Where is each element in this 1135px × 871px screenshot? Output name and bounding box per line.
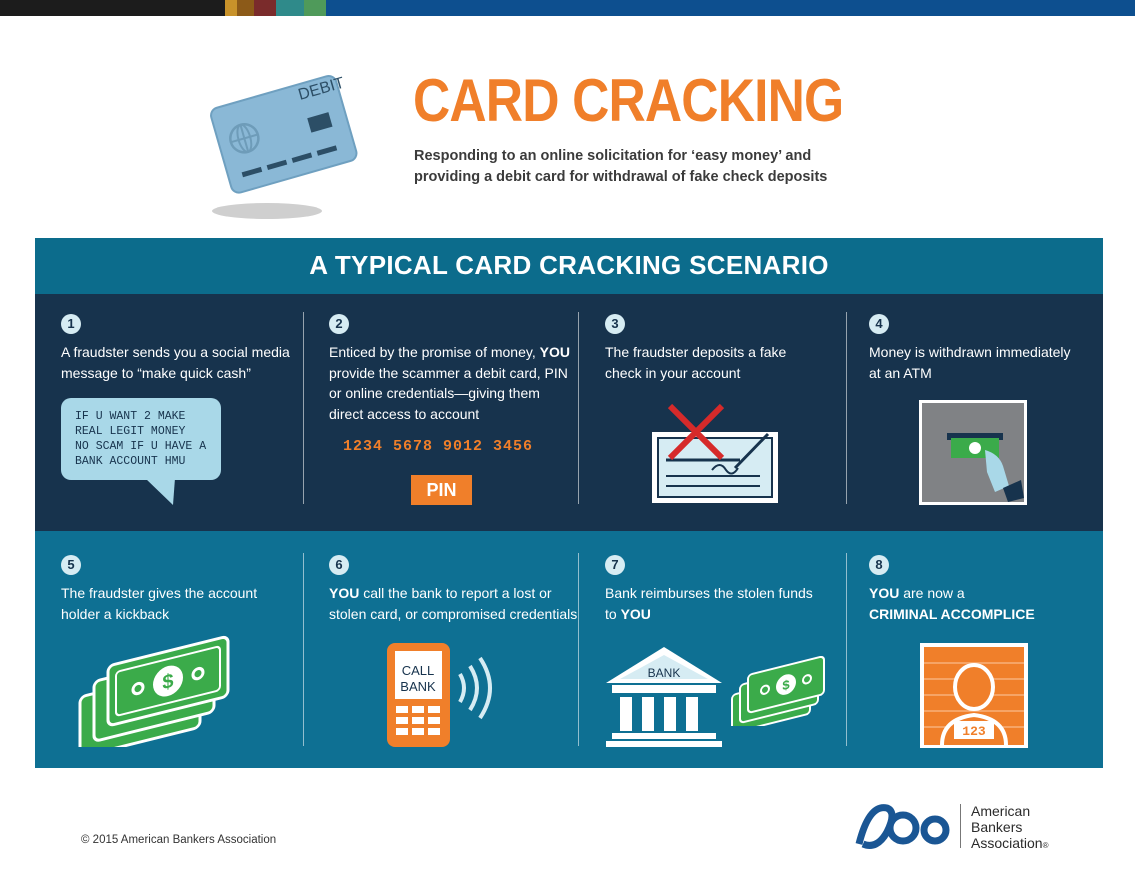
subtitle-line: Responding to an online solicitation for…: [414, 148, 812, 164]
phone-label: CALL: [402, 663, 435, 678]
page-title: CARD CRACKING: [413, 67, 844, 134]
step-number: 1: [61, 314, 81, 334]
step-text-bold: YOU: [620, 605, 651, 622]
bank-building-icon: BANK: [606, 647, 722, 747]
aba-line: Association®: [971, 835, 1049, 854]
mugshot-icon: 123: [920, 643, 1028, 748]
step-2-text: Enticed by the promise of money, YOU pro…: [329, 342, 570, 424]
aba-line-text: Association: [971, 835, 1043, 851]
step-text-line: at an ATM: [869, 364, 932, 381]
step-number: 4: [869, 314, 889, 334]
step-number: 2: [329, 314, 349, 334]
step-number: 6: [329, 555, 349, 575]
step-text-line: The fraudster gives the account: [61, 585, 258, 601]
step-text-line: YOU call the bank to report a lost or: [329, 583, 577, 604]
step-text-line: provide the scammer a debit card, PIN: [329, 364, 568, 381]
step-text-line: CRIMINAL ACCOMPLICE: [869, 604, 1035, 625]
step-3-text: The fraudster deposits a fake check in y…: [605, 342, 786, 383]
step-6-text: YOU call the bank to report a lost or st…: [329, 583, 577, 624]
mugshot-number: 123: [962, 724, 986, 739]
step-text-segment: are now a: [899, 585, 965, 601]
column-divider: [303, 312, 304, 504]
step-text-bold: CRIMINAL ACCOMPLICE: [869, 605, 1035, 622]
step-7-text: Bank reimburses the stolen funds to YOU: [605, 583, 813, 624]
scenario-banner: A TYPICAL CARD CRACKING SCENARIO: [35, 238, 1103, 294]
step-text-bold: YOU: [539, 344, 570, 360]
kickback-cash-icon: $: [78, 635, 230, 747]
debit-card-illustration: DEBIT: [210, 74, 358, 219]
bank-label: BANK: [648, 666, 681, 680]
step-text-line: Bank reimburses the stolen funds: [605, 585, 813, 601]
message-bubble: IF U WANT 2 MAKE REAL LEGIT MONEY NO SCA…: [61, 398, 221, 480]
step-text-line: direct access to account: [329, 405, 480, 422]
step-text-line: check in your account: [605, 364, 741, 381]
bubble-message: IF U WANT 2 MAKE REAL LEGIT MONEY NO SCA…: [75, 410, 207, 468]
step-text-line: Enticed by the promise of money, YOU: [329, 342, 570, 363]
step-text-line: or online credentials—giving them: [329, 385, 540, 401]
column-divider: [846, 553, 847, 746]
step-1-text: A fraudster sends you a social media mes…: [61, 342, 290, 383]
pin-badge: PIN: [411, 475, 472, 505]
step-8-text: YOU are now a CRIMINAL ACCOMPLICE: [869, 583, 1035, 624]
strip-segment: [0, 0, 225, 16]
step-text-line: message to “make quick cash”: [61, 364, 251, 381]
step-text-segment: call the bank to report a lost or: [359, 585, 552, 601]
atm-icon: [919, 400, 1027, 505]
aba-wordmark: American Bankers Association®: [971, 803, 1049, 854]
svg-text:$: $: [162, 670, 173, 694]
logo-separator: [960, 804, 961, 848]
aba-logo-icon: [855, 804, 950, 849]
step-text-line: stolen card, or compromised credentials: [329, 605, 578, 622]
bubble-tail: [145, 478, 175, 505]
column-divider: [578, 312, 579, 504]
phone-call-bank-icon: CALL BANK: [387, 643, 492, 747]
step-5-text: The fraudster gives the account holder a…: [61, 583, 257, 624]
column-divider: [578, 553, 579, 746]
step-text-line: The fraudster deposits a fake: [605, 344, 787, 360]
aba-line: American: [971, 803, 1031, 819]
strip-segment: [326, 0, 1135, 16]
subtitle-line: providing a debit card for withdrawal of…: [414, 169, 828, 185]
registered-mark: ®: [1042, 841, 1049, 850]
step-number: 5: [61, 555, 81, 575]
step-text-line: Money is withdrawn immediately: [869, 344, 1071, 360]
step-number: 7: [605, 555, 625, 575]
step-text-segment: to: [605, 605, 621, 622]
scenario-title: A TYPICAL CARD CRACKING SCENARIO: [309, 250, 829, 280]
reimbursement-cash-icon: $: [731, 656, 825, 726]
step-text-bold: YOU: [329, 585, 360, 601]
step-number: 3: [605, 314, 625, 334]
svg-text:$: $: [782, 677, 790, 694]
step-text-line: holder a kickback: [61, 605, 170, 622]
step-text-bold: YOU: [869, 585, 900, 601]
strip-segment: [304, 0, 326, 16]
step-text-segment: Enticed by the promise of money,: [329, 344, 540, 360]
copyright-text: © 2015 American Bankers Association: [81, 834, 277, 846]
page-subtitle: Responding to an online solicitation for…: [414, 146, 844, 188]
column-divider: [846, 312, 847, 504]
strip-segment: [254, 0, 276, 16]
step-text-line: A fraudster sends you a social media: [61, 344, 290, 360]
fake-check-icon: [652, 403, 778, 503]
card-number: 1234 5678 9012 3456: [343, 438, 534, 455]
step-text-line: to YOU: [605, 604, 813, 625]
phone-label: BANK: [400, 679, 436, 694]
aba-line: Bankers: [971, 819, 1023, 835]
strip-segment: [276, 0, 304, 16]
step-number: 8: [869, 555, 889, 575]
step-4-text: Money is withdrawn immediately at an ATM: [869, 342, 1071, 383]
strip-segment: [225, 0, 237, 16]
strip-segment: [237, 0, 254, 16]
step-text-line: YOU are now a: [869, 583, 1035, 604]
column-divider: [303, 553, 304, 746]
